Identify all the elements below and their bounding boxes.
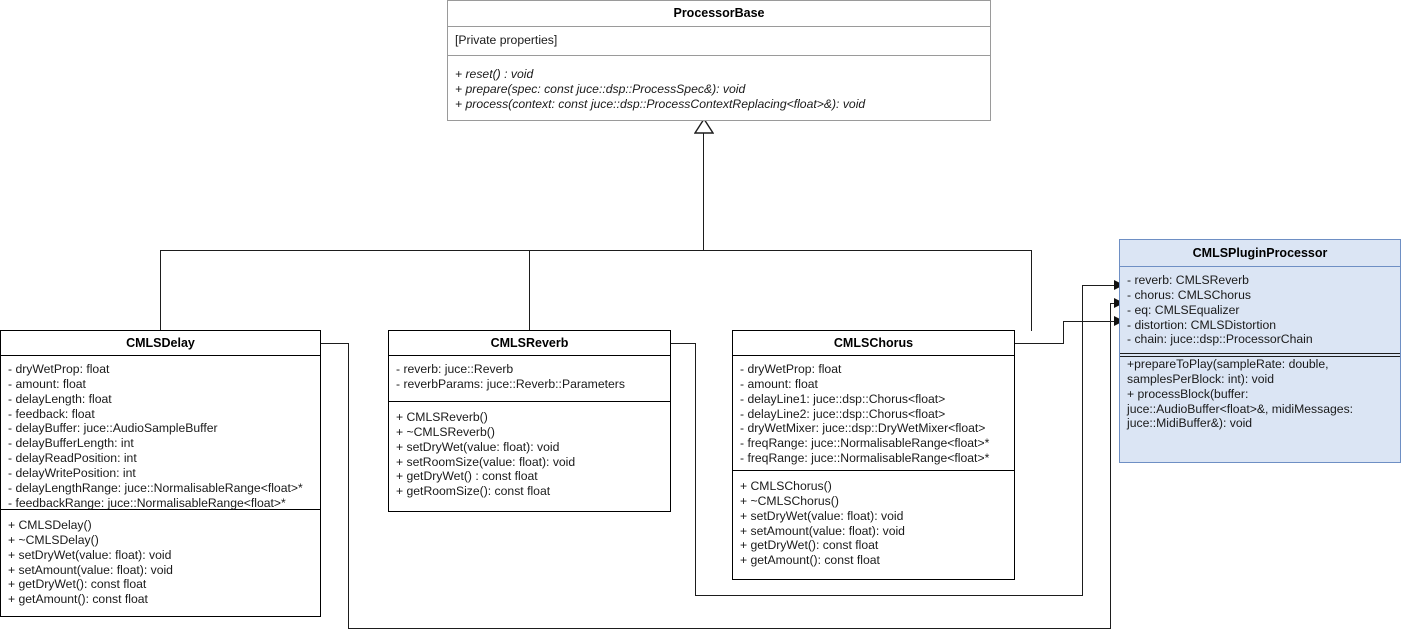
attribute-row: - delayWritePosition: int — [8, 465, 136, 480]
attribute-row: - reverbParams: juce::Reverb::Parameters — [396, 376, 625, 391]
assoc-delay-seg3 — [348, 628, 1111, 629]
class-attributes-cmls-delay: - dryWetProp: float - amount: float - de… — [1, 356, 320, 510]
operation-row: + ~CMLSReverb() — [396, 424, 495, 439]
operation-row: + setDryWet(value: float): void — [396, 439, 560, 454]
operation-row: + getDryWet(): const float — [8, 577, 147, 592]
attribute-row: - feedbackRange: juce::NormalisableRange… — [8, 495, 286, 510]
operation-row: + getDryWet(): const float — [740, 538, 879, 553]
attribute-row: - distortion: CMLSDistortion — [1127, 317, 1277, 332]
class-title-processor-base: ProcessorBase — [448, 1, 990, 27]
attribute-row: - chain: juce::dsp::ProcessorChain — [1127, 332, 1313, 347]
operation-row: + ~CMLSDelay() — [8, 532, 99, 547]
generalization-bus — [160, 250, 1032, 251]
class-title-cmls-chorus: CMLSChorus — [733, 331, 1014, 356]
class-operations-processor-base: + reset() : void + prepare(spec: const j… — [448, 55, 990, 118]
attribute-row: - delayLength: float — [8, 391, 112, 406]
attribute-row: - delayBuffer: juce::AudioSampleBuffer — [8, 421, 218, 436]
class-attributes-cmls-chorus: - dryWetProp: float - amount: float - de… — [733, 356, 1014, 470]
operation-row: +prepareToPlay(sampleRate: double, sampl… — [1127, 357, 1329, 386]
attribute-row: - amount: float — [740, 376, 818, 391]
assoc-delay-seg1 — [321, 343, 349, 344]
attribute-row: - freqRange: juce::NormalisableRange<flo… — [740, 436, 990, 451]
assoc-reverb-seg2 — [695, 343, 696, 596]
assoc-chorus-seg1 — [1014, 343, 1064, 344]
operation-row: + getAmount(): const float — [740, 553, 880, 568]
operation-row: + setDryWet(value: float): void — [8, 547, 172, 562]
attribute-row: - dryWetProp: float — [8, 362, 110, 376]
operation-row: + CMLSReverb() — [396, 410, 488, 424]
assoc-reverb-seg1 — [670, 343, 696, 344]
class-box-cmls-reverb[interactable]: CMLSReverb - reverb: juce::Reverb - reve… — [388, 330, 671, 512]
operation-row: + CMLSChorus() — [740, 479, 832, 493]
operation-row: + setRoomSize(value: float): void — [396, 454, 576, 469]
operation-row: + setAmount(value: float): void — [8, 562, 173, 577]
generalization-drop-chorus — [1031, 250, 1032, 331]
class-operations-cmls-plugin-processor: +prepareToPlay(sampleRate: double, sampl… — [1120, 348, 1400, 437]
operation-row: + process(context: const juce::dsp::Proc… — [455, 96, 866, 111]
generalization-drop-delay — [160, 250, 161, 331]
operation-row: + getAmount(): const float — [8, 592, 148, 607]
assoc-chorus-seg2 — [1063, 321, 1064, 344]
attribute-row: - dryWetProp: float — [740, 362, 842, 376]
class-box-cmls-plugin-processor[interactable]: CMLSPluginProcessor - reverb: CMLSReverb… — [1119, 239, 1401, 463]
operation-row: + reset() : void — [455, 67, 534, 81]
operation-row: + prepare(spec: const juce::dsp::Process… — [455, 81, 746, 96]
generalization-drop-reverb — [529, 250, 530, 331]
assoc-reverb-seg4 — [1082, 285, 1083, 596]
generalization-triangle-icon — [694, 118, 714, 134]
class-title-cmls-delay: CMLSDelay — [1, 331, 320, 356]
attribute-row: - amount: float — [8, 376, 86, 391]
attribute-row: - delayLine2: juce::dsp::Chorus<float> — [740, 406, 946, 421]
attribute-row: - delayLengthRange: juce::NormalisableRa… — [8, 480, 303, 495]
attribute-row: - reverb: CMLSReverb — [1127, 273, 1249, 287]
operation-row: + CMLSDelay() — [8, 518, 92, 532]
attribute-row: - feedback: float — [8, 406, 95, 421]
class-box-cmls-chorus[interactable]: CMLSChorus - dryWetProp: float - amount:… — [732, 330, 1015, 580]
assoc-delay-seg4 — [1110, 303, 1111, 629]
attribute-row: - eq: CMLSEqualizer — [1127, 302, 1240, 317]
attribute-row: - delayBufferLength: int — [8, 436, 134, 451]
assoc-reverb-seg3 — [695, 595, 1083, 596]
operation-row: + ~CMLSChorus() — [740, 493, 839, 508]
assoc-reverb-seg5 — [1082, 285, 1123, 286]
operation-row: + processBlock(buffer: juce::AudioBuffer… — [1127, 386, 1354, 431]
class-operations-cmls-reverb: + CMLSReverb() + ~CMLSReverb() + setDryW… — [389, 401, 670, 505]
attribute-row: - dryWetMixer: juce::dsp::DryWetMixer<fl… — [740, 421, 986, 436]
attribute-row: - freqRange: juce::NormalisableRange<flo… — [740, 451, 990, 466]
class-attributes-cmls-reverb: - reverb: juce::Reverb - reverbParams: j… — [389, 356, 670, 401]
operation-row: + getRoomSize(): const float — [396, 484, 551, 499]
class-attributes-cmls-plugin-processor: - reverb: CMLSReverb - chorus: CMLSChoru… — [1120, 267, 1400, 348]
generalization-stem — [703, 131, 704, 250]
attribute-row: - reverb: juce::Reverb — [396, 362, 514, 376]
operation-row: + setAmount(value: float): void — [740, 523, 905, 538]
class-operations-cmls-delay: + CMLSDelay() + ~CMLSDelay() + setDryWet… — [1, 509, 320, 613]
attribute-row: - delayReadPosition: int — [8, 451, 137, 466]
class-operations-cmls-chorus: + CMLSChorus() + ~CMLSChorus() + setDryW… — [733, 470, 1014, 574]
class-title-cmls-plugin-processor: CMLSPluginProcessor — [1120, 240, 1400, 267]
compartment-double-divider — [1120, 353, 1400, 357]
attribute-row: - chorus: CMLSChorus — [1127, 287, 1251, 302]
assoc-delay-seg2 — [348, 343, 349, 629]
assoc-chorus-seg3 — [1063, 321, 1123, 322]
class-title-cmls-reverb: CMLSReverb — [389, 331, 670, 356]
attribute-row: [Private properties] — [455, 33, 558, 47]
class-box-processor-base[interactable]: ProcessorBase [Private properties] + res… — [447, 0, 991, 121]
operation-row: + setDryWet(value: float): void — [740, 508, 904, 523]
operation-row: + getDryWet() : const float — [396, 469, 538, 484]
attribute-row: - delayLine1: juce::dsp::Chorus<float> — [740, 391, 946, 406]
class-attributes-processor-base: [Private properties] — [448, 27, 990, 55]
class-box-cmls-delay[interactable]: CMLSDelay - dryWetProp: float - amount: … — [0, 330, 321, 617]
